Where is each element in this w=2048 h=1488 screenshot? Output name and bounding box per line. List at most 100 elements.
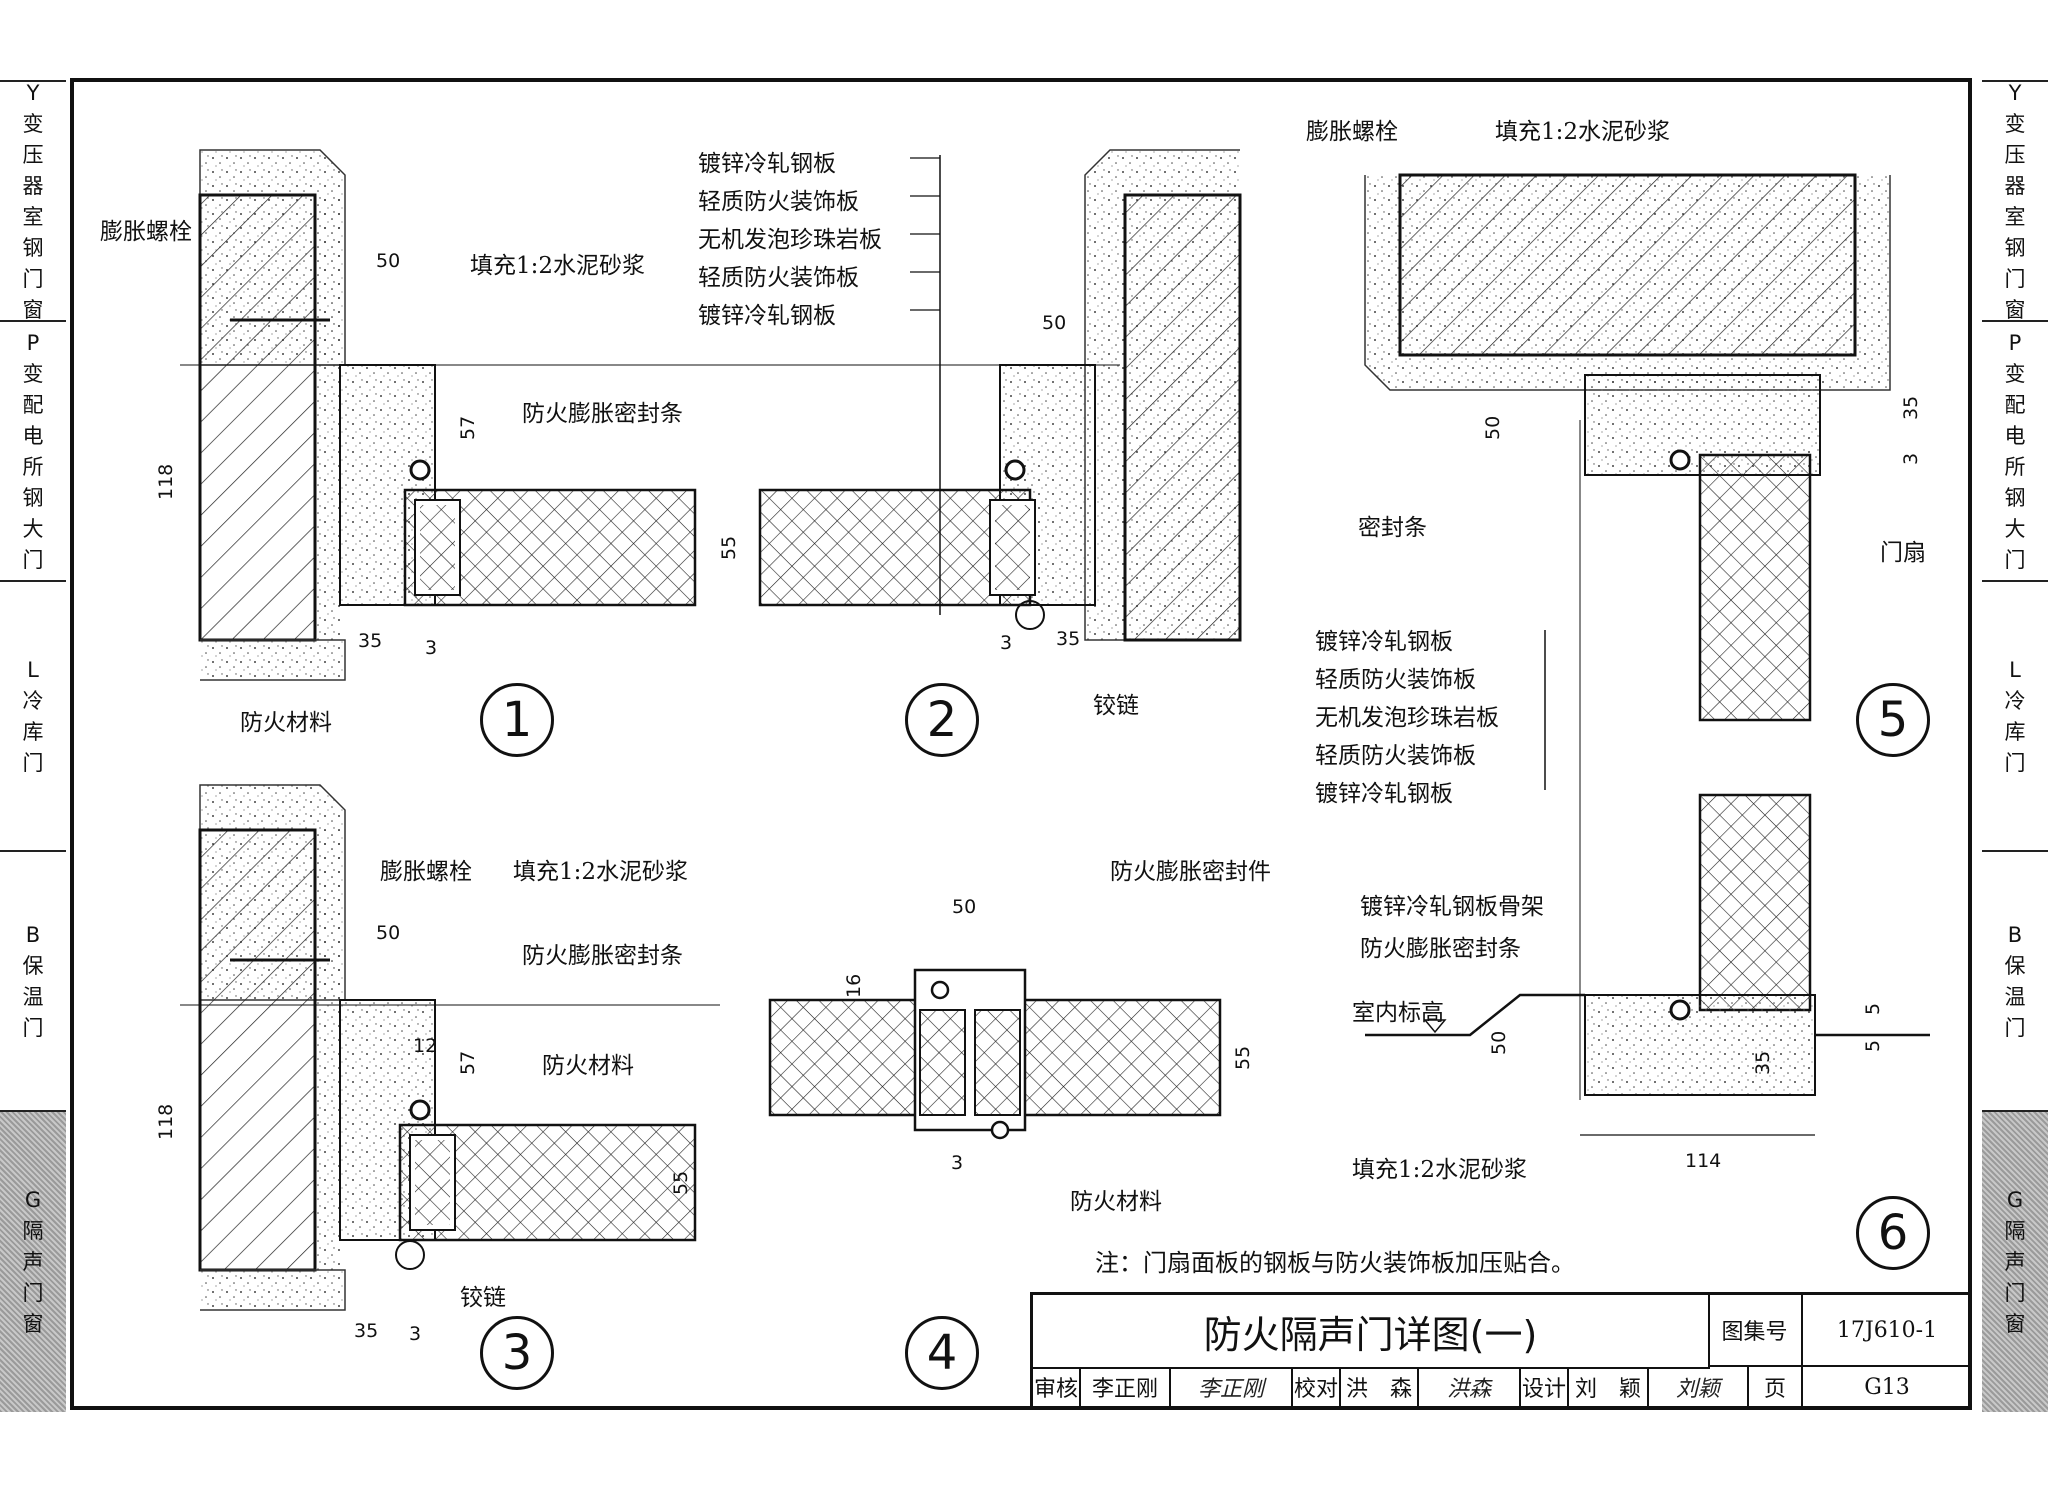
tab-char: 所 [22,455,44,479]
d5-layer-3: 无机发泡珍珠岩板 [1315,705,1499,731]
d4-seal-part-label: 防火膨胀密封件 [1110,859,1271,885]
tab-char: 配 [22,393,44,417]
tab-char: 门 [22,751,44,775]
tab-char: 室 [2004,205,2026,229]
reviewer-signature: 李正刚 [1171,1367,1293,1409]
d5-layer-5: 镀锌冷轧钢板 [1315,781,1453,807]
d6-dim-e: 114 [1685,1150,1722,1172]
d3-fill-label: 填充1:2水泥砂浆 [513,859,689,885]
d6-seal-label: 防火膨胀密封条 [1360,936,1521,962]
tab-char: 钢 [2004,486,2026,510]
designer-signature: 刘颖 [1649,1367,1749,1409]
d6-frame-label: 镀锌冷轧钢板骨架 [1360,894,1544,920]
tab-char: 大 [2004,517,2026,541]
tab-char: 配 [2004,393,2026,417]
d5-fill-label: 填充1:2水泥砂浆 [1495,119,1671,145]
tab-char: 变 [2004,362,2026,386]
d4-dim-c: 55 [1232,1045,1254,1070]
tab-char: 电 [22,424,44,448]
tab-char: 温 [22,985,44,1009]
d3-dim-c: 57 [457,1050,479,1075]
d5-dim-c: 3 [1900,452,1922,465]
d3-bolt-label: 膨胀螺栓 [380,859,472,885]
title-block: 防火隔声门详图(一) 图集号 17J610-1 审核 李正刚 李正刚 校对 洪 … [1030,1292,1971,1409]
d6-dim-b: 35 [1752,1050,1774,1075]
tab-char: 器 [2004,174,2026,198]
tab-char: 室 [22,205,44,229]
tab-char: 门 [2004,751,2026,775]
d5-layer-1: 镀锌冷轧钢板 [1315,629,1453,655]
detail-3-drawing [180,784,720,1311]
tab-char: 声 [22,1249,44,1274]
d6-floor-label: 室内标高 [1352,1000,1444,1026]
d1-seal-label: 防火膨胀密封条 [522,401,683,427]
d3-dim-e: 55 [670,1170,692,1195]
tab-char: 冷 [2004,689,2026,713]
detail-number-1: 1 [480,683,554,757]
d4-dim-d: 3 [951,1152,964,1174]
d1-dim-d: 35 [358,630,383,652]
tab-char: 门 [22,1016,44,1040]
tab-char: 保 [22,954,44,978]
detail-5-drawing [1364,173,1891,1100]
tab-char: 钢 [22,486,44,510]
d2-layer-3: 无机发泡珍珠岩板 [698,227,882,253]
detail-1-drawing [180,149,760,681]
d5-layer-2: 轻质防火装饰板 [1315,667,1476,693]
d2-dim-b: 55 [718,535,740,560]
drawing-title: 防火隔声门详图(一) [1033,1295,1710,1369]
d3-dim-g: 3 [409,1323,422,1345]
d6-dim-a: 50 [1488,1030,1510,1055]
d2-hinge-label: 铰链 [1093,693,1139,719]
d1-dim-c: 118 [155,463,177,500]
tab-char: 隔 [2004,1218,2026,1243]
tab-char: 所 [2004,455,2026,479]
tab-char: 保 [2004,954,2026,978]
tab-char: 大 [22,517,44,541]
tab-char: 库 [22,720,44,744]
d5-dim-b: 35 [1900,395,1922,420]
detail-number-3: 3 [480,1316,554,1390]
design-label: 设计 [1521,1367,1569,1409]
drawing-frame [70,78,1972,1410]
d2-dim-a: 50 [1042,312,1067,334]
tab-char: 库 [2004,720,2026,744]
drawing-note: 注：门扇面板的钢板与防火装饰板加压贴合。 [1095,1249,1575,1277]
d5-bolt-label: 膨胀螺栓 [1306,119,1398,145]
tab-char: 门 [2004,1016,2026,1040]
detail-4-drawing [768,968,1222,1140]
review-label: 审核 [1033,1367,1081,1409]
atlas-number: 17J610-1 [1803,1295,1971,1367]
d2-dim-c: 3 [1000,632,1013,654]
d3-dim-f: 35 [354,1320,379,1342]
tab-char: 钢 [2004,236,2026,260]
d6-dim-c: 5 [1862,1002,1884,1015]
page-label: 页 [1749,1367,1803,1409]
tab-code: G [2006,1187,2024,1212]
tab-char: 温 [2004,985,2026,1009]
d3-seal-label: 防火膨胀密封条 [522,943,683,969]
d3-fire-label: 防火材料 [542,1053,634,1079]
page-number: G13 [1803,1367,1971,1409]
tab-char: 压 [22,143,44,167]
checker-name: 洪 森 [1341,1367,1419,1409]
tab-char: 隔 [22,1218,44,1243]
tab-char: 声 [2004,1249,2026,1274]
tab-char: 窗 [22,1311,44,1336]
d5-leaf-label: 门扇 [1880,540,1926,566]
d6-fill-label: 填充1:2水泥砂浆 [1352,1157,1528,1183]
d5-seal-label: 密封条 [1358,515,1427,541]
tab-code: B [2007,923,2023,947]
